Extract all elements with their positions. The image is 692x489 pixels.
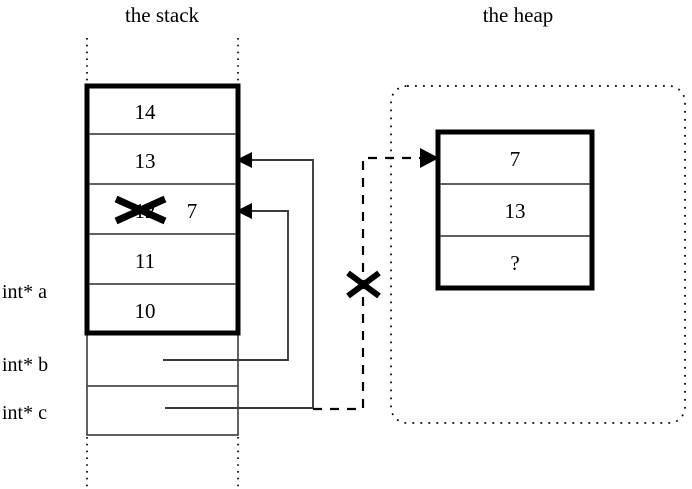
stack-title: the stack bbox=[125, 3, 200, 27]
arrowhead-c bbox=[236, 152, 252, 168]
stack-cell-value-4: 10 bbox=[135, 299, 156, 323]
connector-b-to-stack-cell bbox=[163, 203, 289, 361]
broken-pointer-x-icon bbox=[346, 270, 381, 299]
pointer-label-a: int* a bbox=[2, 281, 47, 303]
stack-cell-value-0: 14 bbox=[135, 100, 157, 124]
heap-cell-value-1: 13 bbox=[505, 199, 526, 223]
connector-c-to-stack-cell bbox=[165, 152, 314, 409]
stack-cell-value-1: 13 bbox=[135, 149, 156, 173]
struck-value-x-icon bbox=[114, 195, 167, 225]
stack-cell-replacement-2: 7 bbox=[187, 199, 198, 223]
heap-block bbox=[435, 129, 595, 291]
pointer-label-c: int* c bbox=[2, 402, 47, 424]
pointer-label-b: int* b bbox=[2, 354, 48, 376]
heap-region-boundary bbox=[390, 85, 686, 424]
heap-cell-value-0: 7 bbox=[510, 147, 521, 171]
arrowhead-b bbox=[236, 203, 252, 219]
stack-cell-value-3: 11 bbox=[135, 249, 155, 273]
stack-pointer-frame bbox=[86, 332, 239, 436]
heap-title: the heap bbox=[483, 3, 554, 27]
arrowhead-heap bbox=[420, 148, 439, 168]
stack-value-block bbox=[84, 83, 241, 336]
heap-cell-value-2: ? bbox=[510, 251, 519, 275]
